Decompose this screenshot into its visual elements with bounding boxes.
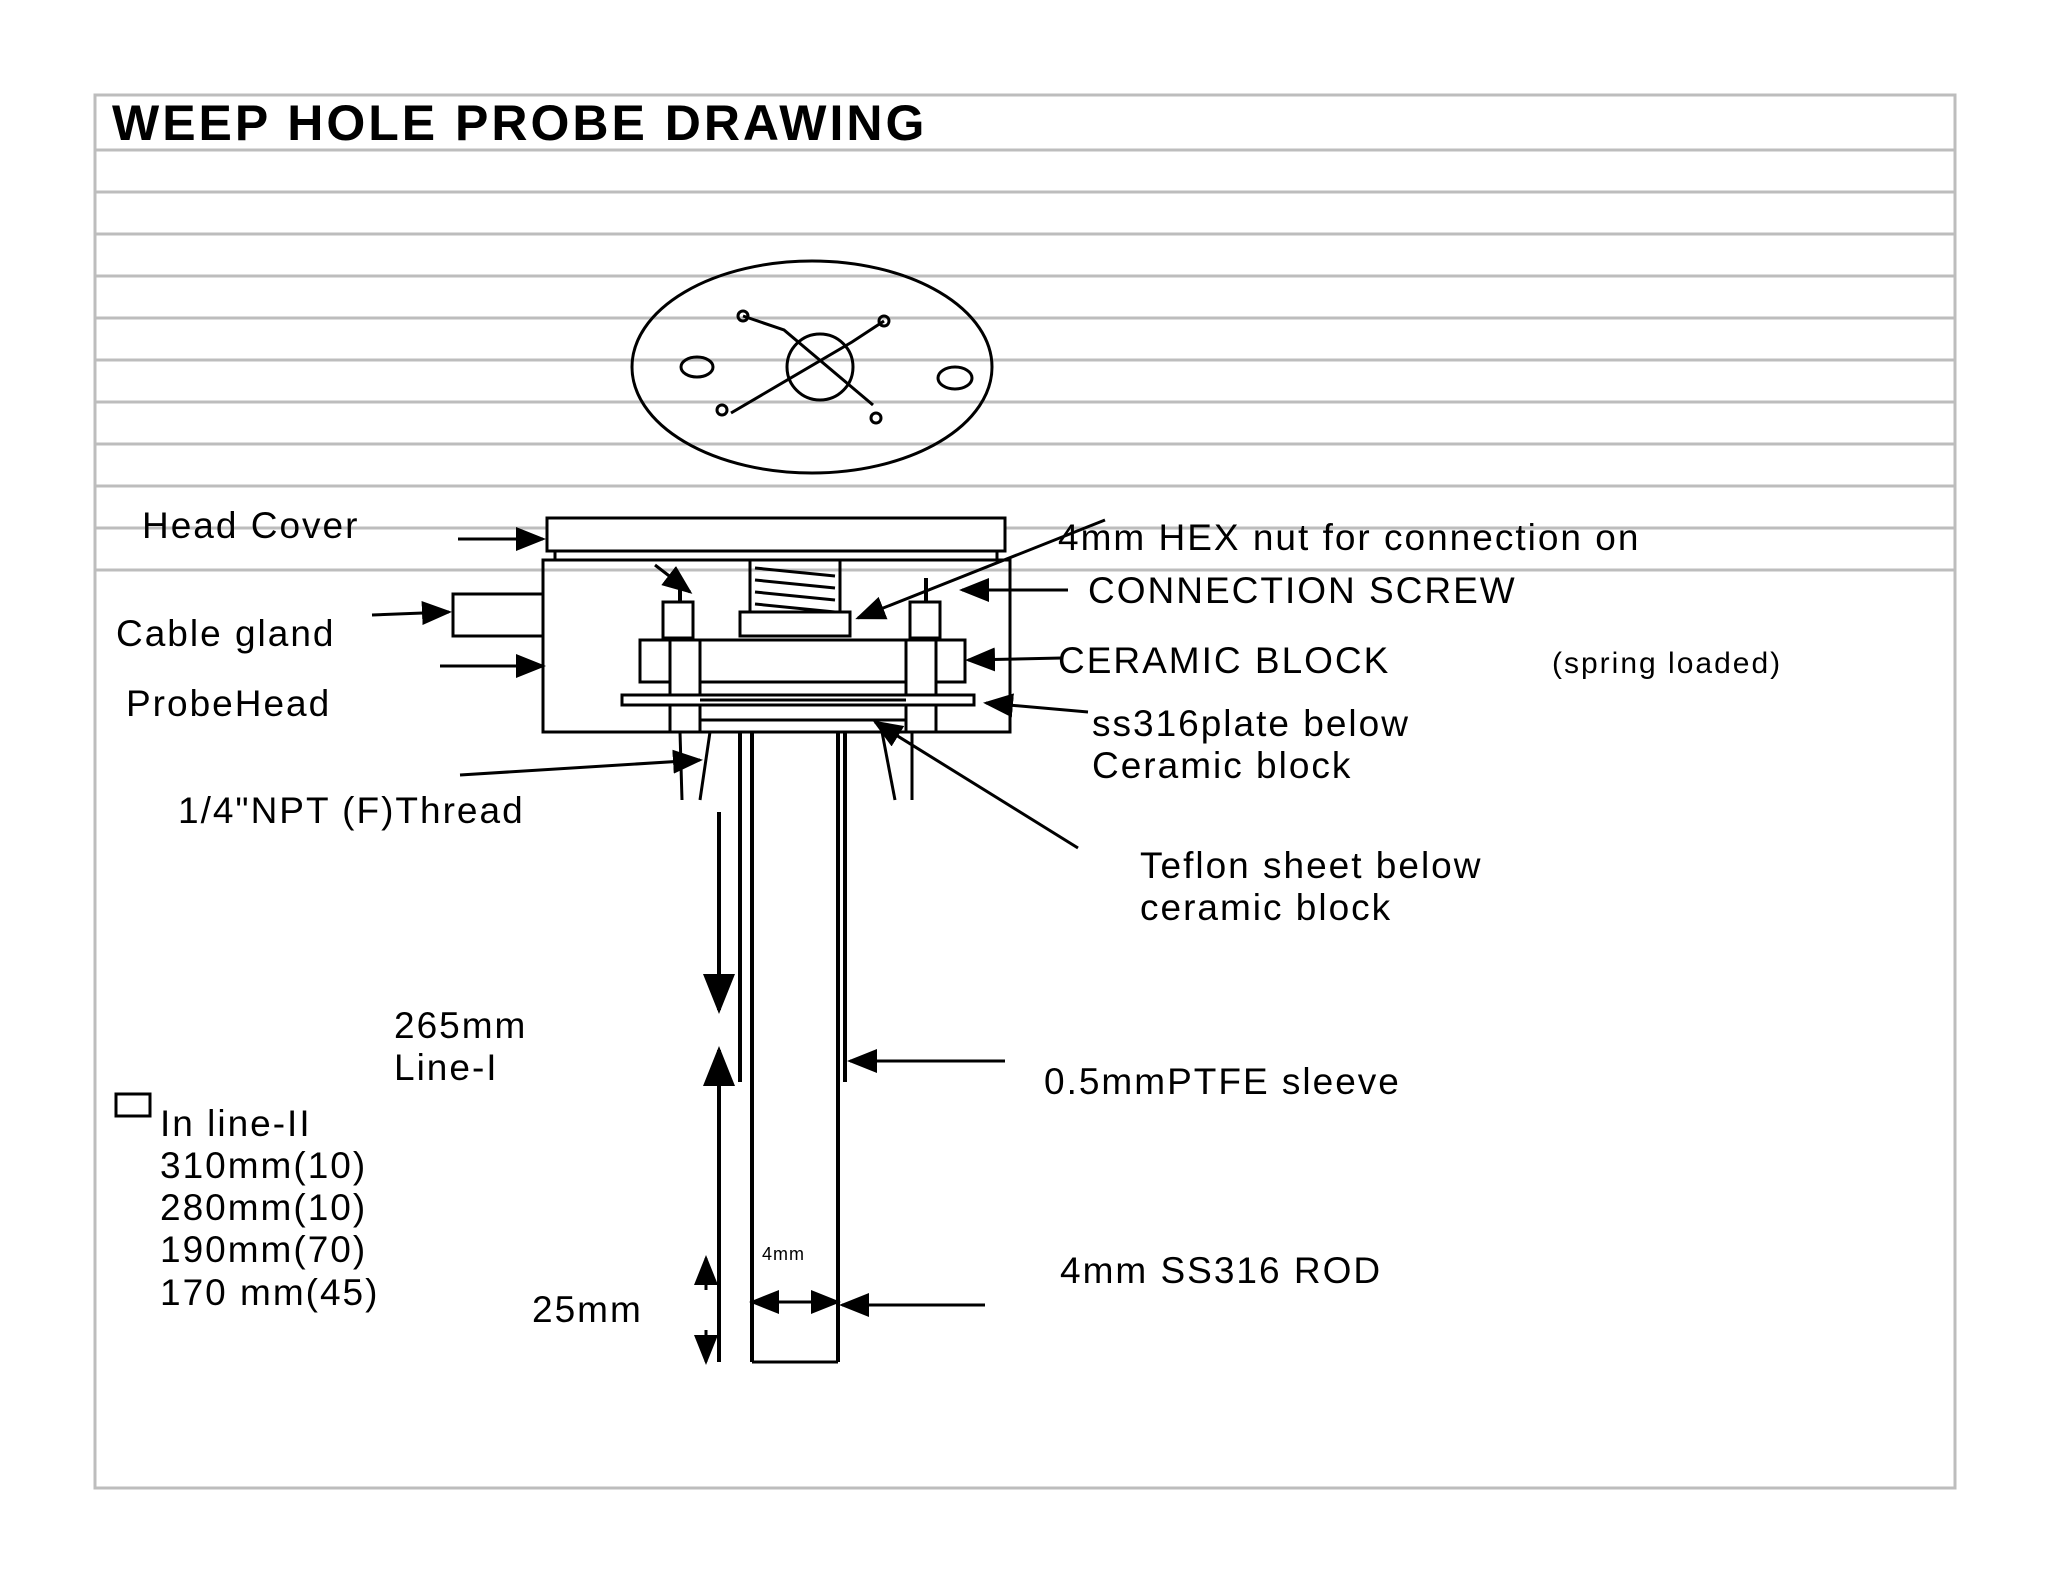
- rod-label: 4mm SS316 ROD: [1060, 1250, 1382, 1291]
- checkbox: [114, 1092, 152, 1118]
- sheet-frame: [93, 93, 1957, 1490]
- length-190-label: 190mm(70): [160, 1229, 367, 1270]
- length-265-label: 265mm: [394, 1005, 527, 1046]
- ss316-plate-label: ss316plate below: [1092, 703, 1410, 744]
- probe-head-side-view: [451, 516, 1012, 801]
- probe-head-label: ProbeHead: [126, 683, 331, 724]
- ceramic-block-label: CERAMIC BLOCK: [1058, 640, 1390, 681]
- probe-stem: [738, 732, 847, 1364]
- teflon-sheet-label: Teflon sheet below: [1140, 845, 1482, 886]
- dim-25-label: 25mm: [532, 1289, 643, 1330]
- in-line-2-label: In line-II: [160, 1103, 312, 1144]
- leader-arrows: [371, 518, 1106, 1317]
- ceramic-block-note: (spring loaded): [1552, 647, 1782, 680]
- connection-screw-label: CONNECTION SCREW: [1088, 570, 1517, 611]
- line-1-label: Line-I: [394, 1047, 499, 1088]
- ptfe-sleeve-label: 0.5mmPTFE sleeve: [1044, 1061, 1401, 1102]
- head-top-view: [630, 259, 994, 475]
- length-170-label: 170 mm(45): [160, 1272, 379, 1313]
- dim-4-label: 4mm: [762, 1244, 805, 1264]
- drawing-title: WEEP HOLE PROBE DRAWING: [112, 95, 927, 151]
- hex-nut-label: 4mm HEX nut for connection on: [1058, 517, 1640, 558]
- ss316-plate-label-2: Ceramic block: [1092, 745, 1352, 786]
- dimension-arrows: [694, 812, 841, 1365]
- teflon-sheet-label-2: ceramic block: [1140, 887, 1392, 928]
- head-cover-label: Head Cover: [142, 505, 359, 546]
- length-310-label: 310mm(10): [160, 1145, 367, 1186]
- npt-thread-label: 1/4"NPT (F)Thread: [178, 790, 525, 831]
- length-280-label: 280mm(10): [160, 1187, 367, 1228]
- cable-gland-label: Cable gland: [116, 613, 335, 654]
